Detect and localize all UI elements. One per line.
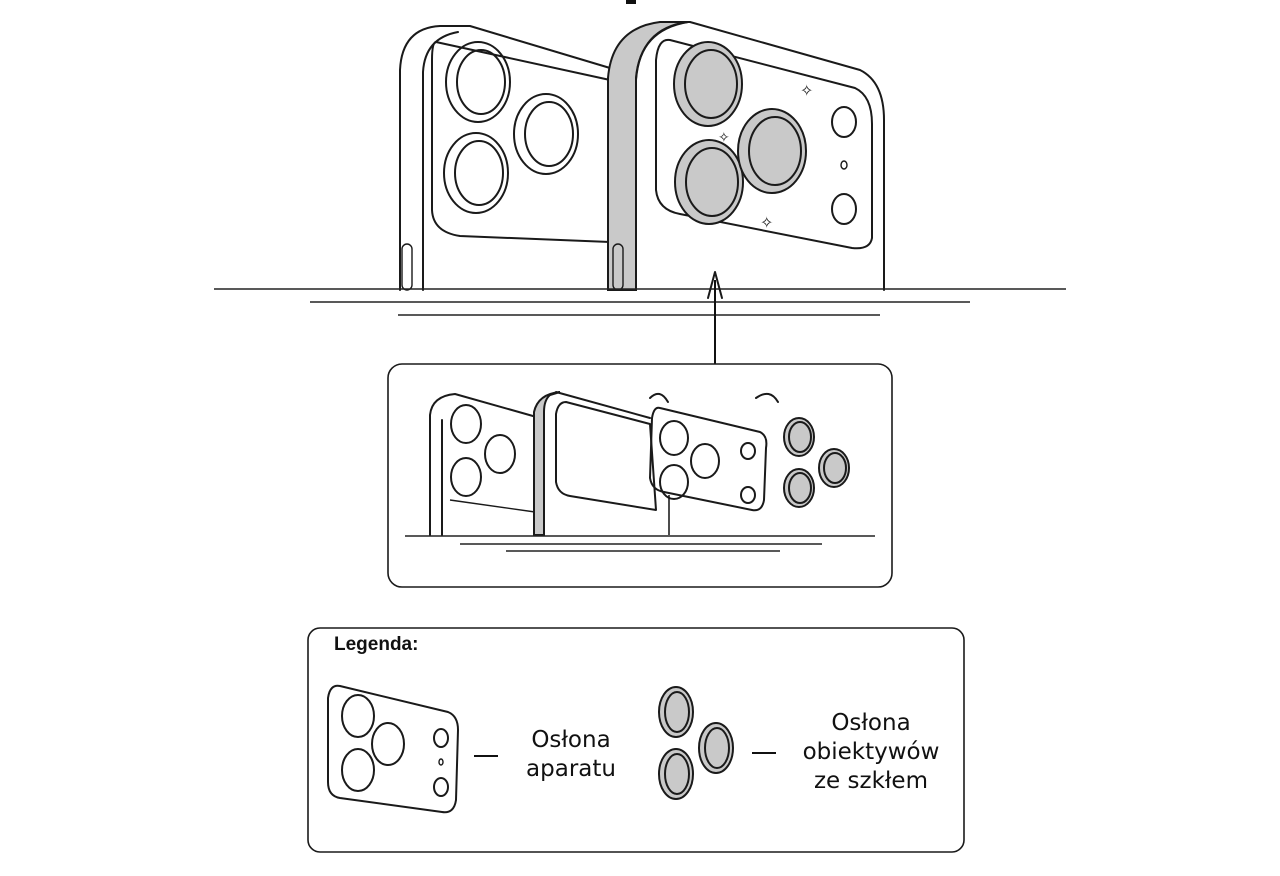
legend-label-line: aparatu [526,756,616,782]
camera-cover-glass [655,38,873,250]
lens-ring-icon [674,139,744,225]
legend-panel [307,627,965,853]
lens-ring-icon [513,93,579,175]
legend-label-line: Osłona [831,710,911,736]
flash-icon [831,106,857,138]
phone-with-camera-cover-small [533,391,657,536]
sensor-icon [831,193,857,225]
side-button-icon [401,243,413,291]
legend-label-line: obiektywów [802,739,940,765]
phone-with-lens-rings [399,25,611,291]
sparkle-icon: ✧ [760,213,773,232]
rotate-arrow-icon [755,392,779,403]
legend-title: Legenda: [334,634,419,655]
rotate-arrow-icon [649,392,669,403]
legend-label-camera-cover: Osłona aparatu [512,726,630,784]
microphone-icon [840,160,848,170]
ground-lines [214,288,1066,316]
top-fragment [626,0,636,4]
side-button-icon [612,243,624,291]
lens-ring-icon [673,41,743,127]
phone-with-camera-cover: ✧ ✧ ✧ [607,21,885,291]
camera-cover-icon [327,684,459,814]
sparkle-icon: ✧ [800,81,813,100]
legend-label-lens-rings: Osłona obiektywów ze szkłem [786,709,956,796]
lens-rings-set [783,417,850,508]
phone-with-lens-rings-small [429,393,541,536]
lens-rings-icon [658,686,734,800]
legend-dash [752,752,776,754]
legend-label-line: Osłona [531,727,611,753]
sparkle-icon: ✧ [718,130,730,146]
legend-label-line: ze szkłem [813,768,928,794]
lens-ring-icon [443,132,509,214]
lens-ring-icon [737,108,807,194]
lens-ring-icon [445,41,511,123]
steps-panel [387,363,893,588]
camera-cover-piece [649,406,768,535]
legend-dash [474,755,498,757]
